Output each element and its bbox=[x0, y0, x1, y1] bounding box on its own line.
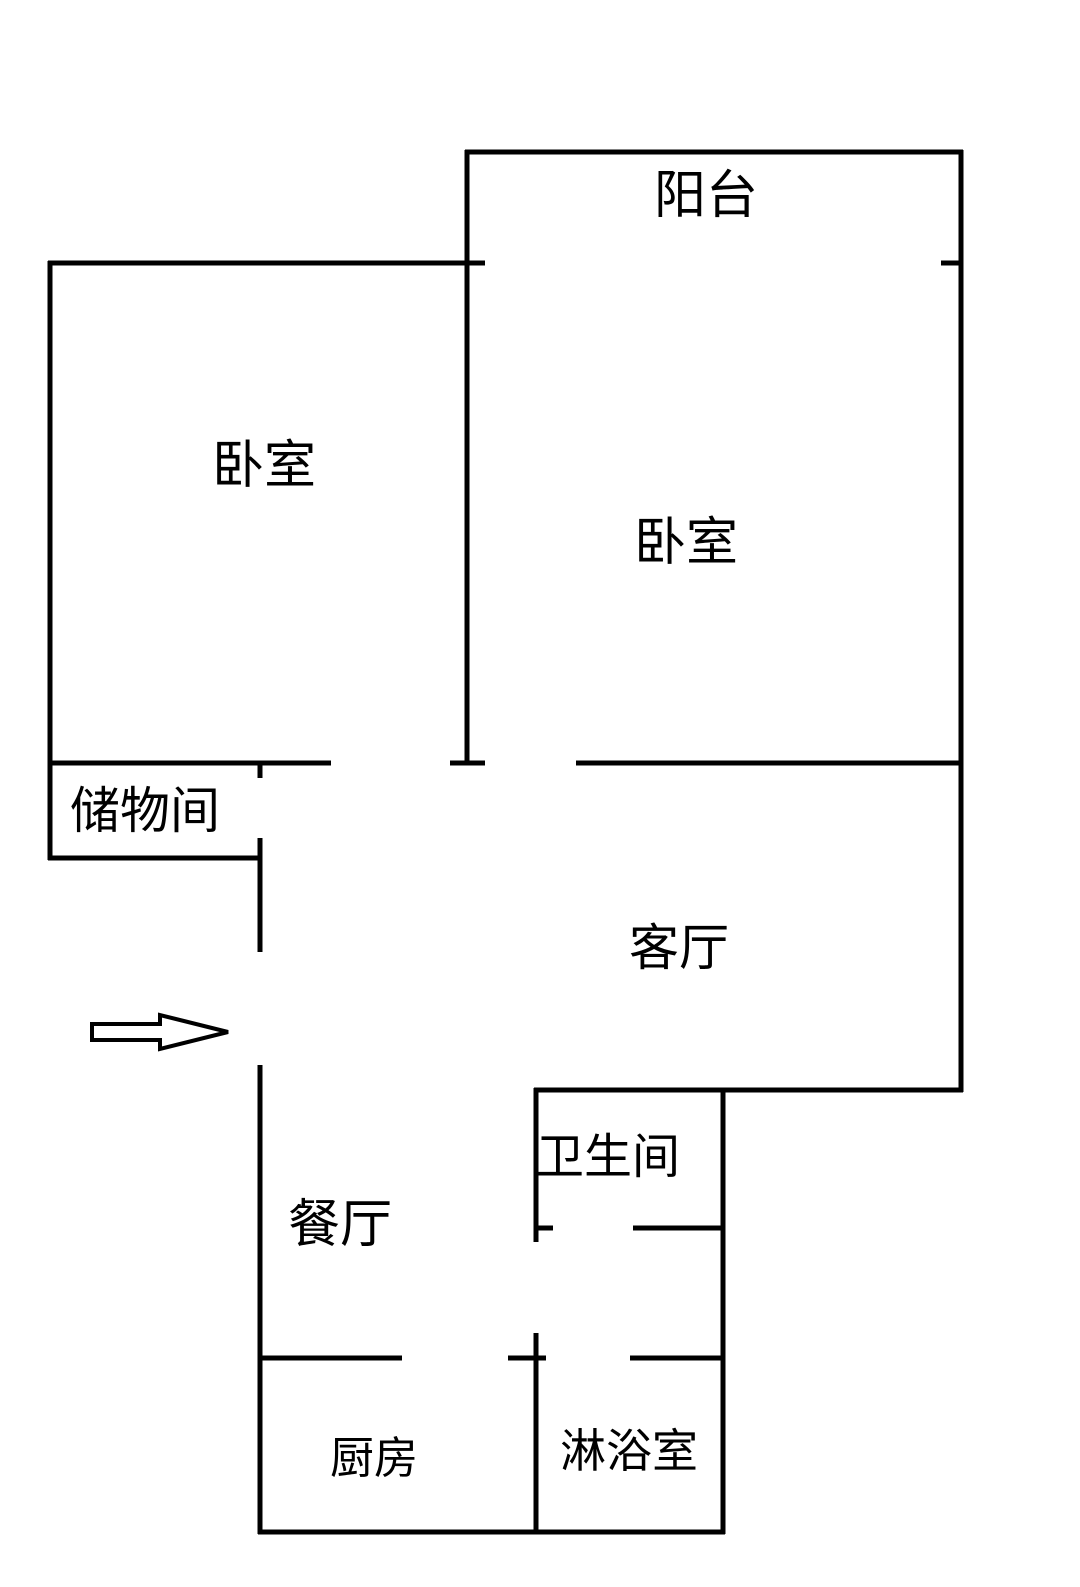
lower-walls bbox=[257, 1065, 725, 1535]
room-label-bedroom-right: 卧室 bbox=[634, 513, 739, 573]
balcony-walls bbox=[464, 149, 964, 1092]
room-label-storage: 储物间 bbox=[70, 782, 220, 840]
room-label-bedroom-left: 卧室 bbox=[212, 436, 317, 496]
room-label-balcony: 阳台 bbox=[654, 166, 759, 226]
bathroom-walls bbox=[533, 1088, 726, 1534]
room-label-living-room: 客厅 bbox=[629, 919, 729, 977]
entrance-arrow-icon bbox=[90, 1012, 229, 1052]
room-label-kitchen: 厨房 bbox=[330, 1433, 418, 1484]
left-bedroom-walls bbox=[47, 260, 485, 860]
room-label-dining-room: 餐厅 bbox=[288, 1195, 393, 1255]
room-label-bathroom: 卫生间 bbox=[536, 1129, 681, 1185]
room-label-shower-room: 淋浴室 bbox=[560, 1424, 698, 1478]
storage-walls bbox=[48, 763, 263, 952]
